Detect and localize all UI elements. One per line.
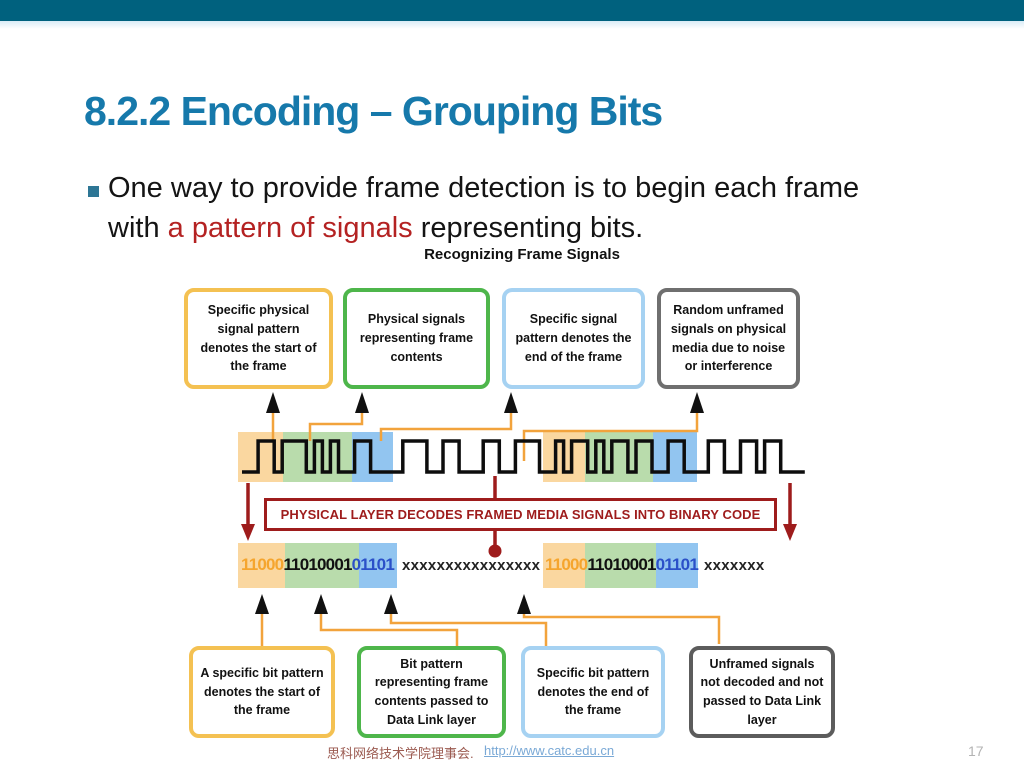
arrow-up-icon: [266, 392, 280, 413]
callout-random-unframed-signal: Random unframed signals on physical medi…: [657, 288, 800, 389]
binary-start-bits: 11000: [545, 555, 588, 574]
physical-layer-decode-banner: PHYSICAL LAYER DECODES FRAMED MEDIA SIGN…: [264, 498, 777, 531]
page-title: 8.2.2 Encoding – Grouping Bits: [84, 88, 663, 134]
callout-label: Physical signals representing frame cont…: [359, 312, 474, 364]
callout-frame-contents-signal: Physical signals representing frame cont…: [343, 288, 490, 389]
callout-start-of-frame-signal: Specific physical signal pattern denotes…: [184, 288, 333, 389]
bottom-arrowhead-icons: [255, 594, 531, 614]
footer-link[interactable]: http://www.catc.edu.cn: [484, 743, 615, 758]
bullet-text-pre: One way to provide frame detection is to…: [108, 172, 860, 245]
bullet-square-icon: [88, 186, 99, 197]
binary-noise-2: xxxxxxx: [704, 557, 765, 574]
binary-end-bits: 01101: [351, 555, 395, 574]
top-connector-lines: [271, 412, 699, 461]
arrow-down-icon: [783, 524, 797, 541]
binary-noise-1: xxxxxxxxxxxxxxxx: [402, 557, 541, 574]
arrow-up-icon: [690, 392, 704, 413]
callout-content-bit-pattern: Bit pattern representing frame contents …: [357, 646, 506, 738]
diagram-title: Recognizing Frame Signals: [424, 246, 620, 263]
bullet-text-highlight: a pattern of signals: [167, 212, 413, 245]
arrow-up-icon: [384, 594, 398, 614]
top-arrowhead-icons: [266, 392, 704, 413]
arrow-up-icon: [355, 392, 369, 413]
callout-label: A specific bit pattern denotes the start…: [200, 665, 324, 718]
binary-end-bits: 01101: [655, 555, 699, 574]
callout-label: Random unframed signals on physical medi…: [670, 303, 787, 374]
signal-waveform: [242, 439, 805, 474]
callout-label: Specific signal pattern denotes the end …: [515, 312, 632, 364]
callout-label: Bit pattern representing frame contents …: [374, 656, 489, 727]
binary-frame-1: 110001101000101101: [241, 555, 395, 575]
binary-frame-2: 110001101000101101: [545, 555, 699, 575]
arrow-down-icon: [241, 524, 255, 541]
callout-start-bit-pattern: A specific bit pattern denotes the start…: [189, 646, 335, 738]
arrow-up-icon: [517, 594, 531, 614]
callout-label: Unframed signals not decoded and not pas…: [700, 656, 824, 727]
callout-end-bit-pattern: Specific bit pattern denotes the end of …: [521, 646, 665, 738]
binary-content-bits: 11010001: [283, 555, 352, 574]
bullet-text-post: representing bits.: [412, 212, 644, 245]
binary-content-bits: 11010001: [587, 555, 656, 574]
binary-start-bits: 11000: [241, 555, 284, 574]
callout-label: Specific physical signal pattern denotes…: [200, 303, 317, 374]
header-bar-fade: [0, 21, 1024, 29]
arrow-up-icon: [255, 594, 269, 614]
decode-dot: [488, 544, 502, 558]
header-bar: [0, 0, 1024, 21]
page-number: 17: [968, 743, 984, 759]
bottom-connector-lines: [260, 613, 721, 646]
arrow-up-icon: [314, 594, 328, 614]
callout-unframed-not-decoded: Unframed signals not decoded and not pas…: [689, 646, 835, 738]
footer-organization: 思科网络技术学院理事会.: [327, 746, 474, 761]
bullet-text: One way to provide frame detection is to…: [108, 168, 918, 248]
callout-end-of-frame-signal: Specific signal pattern denotes the end …: [502, 288, 645, 389]
callout-label: Specific bit pattern denotes the end of …: [536, 665, 650, 718]
waveform-color-segments: [238, 432, 697, 482]
arrow-up-icon: [504, 392, 518, 413]
